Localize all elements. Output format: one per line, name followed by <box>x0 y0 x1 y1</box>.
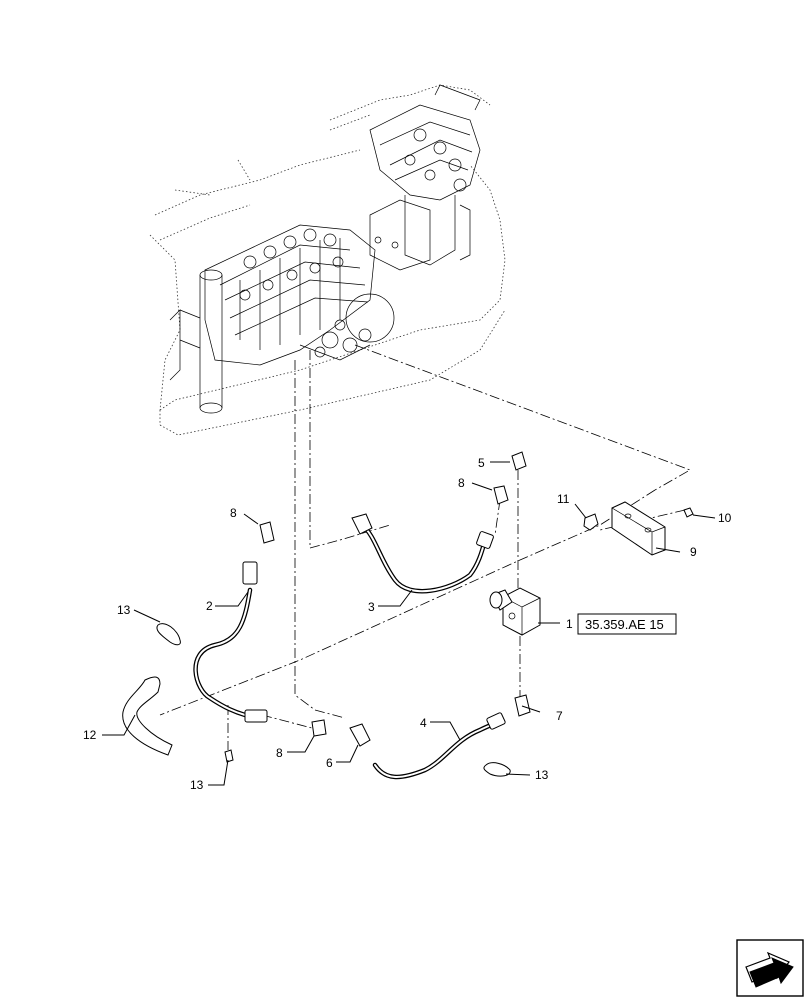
support-column <box>169 269 223 414</box>
bolt-10 <box>683 507 694 518</box>
elbow-fitting-6 <box>349 723 371 747</box>
fitting-7 <box>514 694 531 717</box>
hose-2-upper-fitting <box>242 561 258 585</box>
hose-3-left-fitting <box>351 513 373 535</box>
callout-2[interactable]: 2 <box>206 599 213 613</box>
fitting-8-top <box>493 485 509 505</box>
clamp-13a <box>156 623 181 646</box>
callout-5[interactable]: 5 <box>478 456 485 470</box>
callout-12[interactable]: 12 <box>83 728 97 742</box>
callout-4[interactable]: 4 <box>420 716 427 730</box>
upper-valve-block <box>369 84 481 271</box>
callout-8-left[interactable]: 8 <box>230 506 237 520</box>
callout-9[interactable]: 9 <box>690 545 697 559</box>
hose-4 <box>372 712 506 780</box>
callout-13-bottom[interactable]: 13 <box>190 778 204 792</box>
callout-8-lower[interactable]: 8 <box>276 746 283 760</box>
hose-2-lower-fitting <box>244 709 268 723</box>
callout-10[interactable]: 10 <box>718 511 732 525</box>
fitting-5 <box>511 451 527 471</box>
manifold-block-1 <box>489 587 541 636</box>
callout-8-upper[interactable]: 8 <box>458 476 465 490</box>
hose-4-right-fitting <box>486 712 506 730</box>
clamp-13b <box>224 749 234 763</box>
callout-13-right[interactable]: 13 <box>535 768 549 782</box>
section-reference-label[interactable]: 35.359.AE 15 <box>585 617 664 632</box>
control-valve-bank <box>204 224 376 366</box>
hose-2 <box>193 561 268 723</box>
machine-frame-context <box>149 84 506 436</box>
callout-7[interactable]: 7 <box>556 709 563 723</box>
bracket-plate-9 <box>611 501 666 556</box>
callout-1[interactable]: 1 <box>566 617 573 631</box>
hose-3-right-fitting <box>476 531 494 549</box>
callout-3[interactable]: 3 <box>368 600 375 614</box>
callout-labels: 1 2 3 4 5 6 7 8 8 8 9 10 11 12 13 13 13 <box>83 456 732 792</box>
fitting-8-bottom <box>311 719 327 737</box>
section-reference-link[interactable]: 35.359.AE 15 <box>577 613 677 635</box>
callout-leaders <box>102 461 716 786</box>
next-page-arrow-icon[interactable] <box>736 939 804 997</box>
hose-3 <box>351 513 494 594</box>
accumulator-sphere <box>345 293 395 343</box>
clamp-13c <box>483 762 511 777</box>
bolt-11 <box>583 513 599 531</box>
callout-11[interactable]: 11 <box>557 492 570 506</box>
hose-12 <box>122 676 173 756</box>
fitting-8-left <box>259 521 275 544</box>
assembly-leader-lines <box>159 344 691 750</box>
callout-6[interactable]: 6 <box>326 756 333 770</box>
callout-13-left[interactable]: 13 <box>117 603 131 617</box>
